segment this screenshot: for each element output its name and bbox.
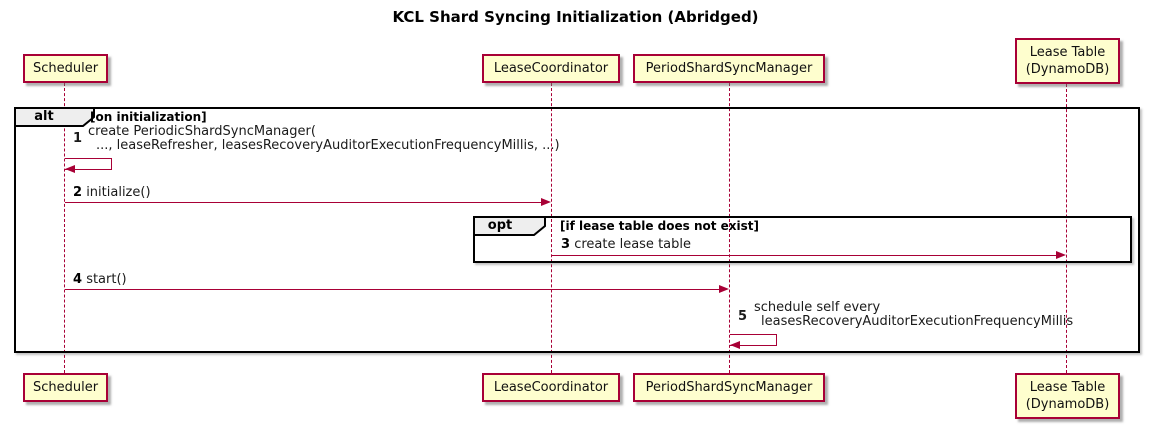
participant-period-shard-sync-manager-top: PeriodShardSyncManager: [633, 54, 825, 83]
message-3: 3 create lease table: [561, 237, 691, 252]
lifeline-scheduler: [64, 83, 65, 373]
message-3-text: create lease table: [574, 237, 691, 252]
arrowhead-icon: [719, 285, 729, 293]
message-2: 2 initialize(): [73, 185, 151, 200]
diagram-title: KCL Shard Syncing Initialization (Abridg…: [392, 8, 759, 26]
message-1-seq: 1: [73, 131, 83, 146]
message-3-seq: 3: [561, 237, 571, 252]
lifeline-period-shard-sync-manager: [729, 83, 730, 373]
participant-scheduler-top: Scheduler: [23, 54, 108, 83]
participant-lease-coordinator-bottom: LeaseCoordinator: [482, 373, 620, 402]
opt-operator-pentagon: [473, 216, 546, 236]
message-2-seq: 2: [73, 185, 83, 200]
participant-label: LeaseCoordinator: [493, 380, 609, 395]
opt-guard-label: [if lease table does not exist]: [560, 219, 760, 233]
opt-operator-label: opt: [487, 218, 513, 233]
alt-guard-label: [on initialization]: [90, 110, 207, 124]
message-5-seq: 5: [738, 309, 748, 324]
participant-label-line1: Lease Table: [1029, 45, 1106, 60]
opt-frame: [473, 216, 1132, 263]
message-1-line2: ..., leaseRefresher, leasesRecoveryAudit…: [96, 138, 560, 153]
message-5-line1: schedule self every: [754, 300, 881, 315]
message-2-arrow: [65, 202, 543, 203]
message-4-arrow: [65, 289, 720, 290]
message-4-text: start(): [86, 272, 127, 287]
participant-label-line2: (DynamoDB): [1025, 62, 1110, 77]
participant-label: LeaseCoordinator: [493, 61, 609, 76]
alt-frame: [14, 107, 1140, 353]
alt-operator-label: alt: [34, 109, 54, 124]
message-1-line1: create PeriodicShardSyncManager(: [88, 124, 316, 139]
arrowhead-icon: [730, 341, 740, 349]
message-3-arrow: [552, 255, 1057, 256]
message-5-line2: leasesRecoveryAuditorExecutionFrequencyM…: [761, 314, 1074, 329]
participant-label: PeriodShardSyncManager: [645, 380, 813, 395]
arrowhead-icon: [65, 165, 75, 173]
arrowhead-icon: [1056, 251, 1066, 259]
alt-operator-pentagon: [14, 107, 95, 127]
message-5-self-arrow: [730, 334, 777, 346]
arrowhead-icon: [541, 198, 551, 206]
participant-label: PeriodShardSyncManager: [645, 61, 813, 76]
message-2-text: initialize(): [86, 185, 151, 200]
participant-label-line1: Lease Table: [1029, 380, 1106, 395]
participant-period-shard-sync-manager-bottom: PeriodShardSyncManager: [633, 373, 825, 402]
lifeline-lease-table: [1066, 84, 1067, 373]
participant-lease-coordinator-top: LeaseCoordinator: [482, 54, 620, 83]
lifeline-lease-coordinator: [551, 83, 552, 373]
message-1-self-arrow: [65, 158, 112, 170]
participant-label: Scheduler: [32, 380, 99, 395]
message-4-seq: 4: [73, 272, 83, 287]
participant-scheduler-bottom: Scheduler: [23, 373, 108, 402]
participant-lease-table-top: Lease Table (DynamoDB): [1015, 38, 1120, 84]
participant-label-line2: (DynamoDB): [1025, 397, 1110, 412]
message-4: 4 start(): [73, 272, 127, 287]
participant-lease-table-bottom: Lease Table (DynamoDB): [1015, 373, 1120, 419]
participant-label: Scheduler: [32, 61, 99, 76]
